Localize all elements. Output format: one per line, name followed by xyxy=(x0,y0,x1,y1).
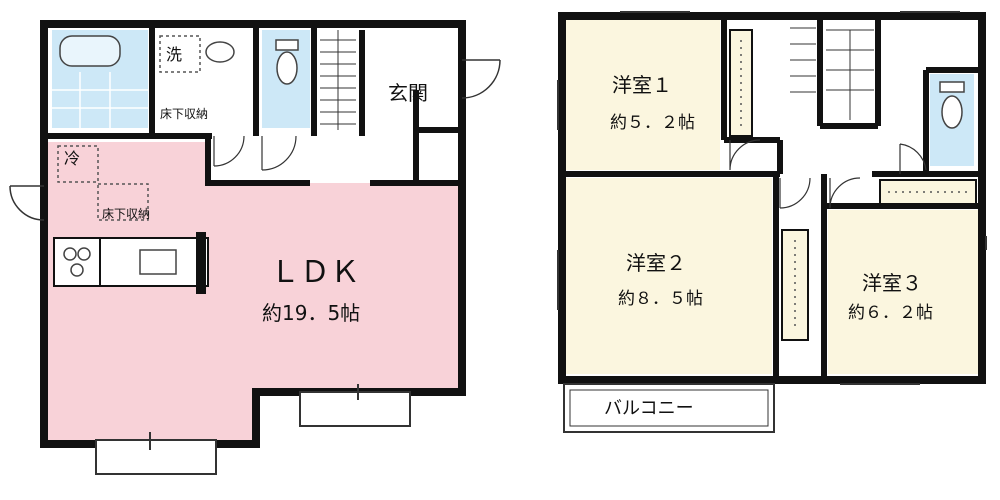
room3-size-label: 約６．２帖 xyxy=(848,303,933,323)
closet-room3 xyxy=(879,179,977,205)
floor1-stairs xyxy=(320,30,356,130)
toilet2-icon xyxy=(939,81,965,129)
door-toilet-icon xyxy=(261,135,297,171)
room2-area xyxy=(566,178,772,374)
door-toilet2-icon xyxy=(899,143,927,174)
door-room1-icon xyxy=(729,139,761,171)
laundry-label: 洗 xyxy=(166,45,182,64)
door-wash-icon xyxy=(213,135,245,167)
storage-kitchen-label: 床下収納 xyxy=(102,207,150,221)
ldk-size-label: 約19．5帖 xyxy=(262,301,360,325)
stove-burner-icon xyxy=(63,247,77,261)
window-bottom-right xyxy=(299,391,411,427)
door-entrance-icon xyxy=(461,59,501,99)
balcony-area xyxy=(563,383,775,433)
room2-size-label: 約８．５帖 xyxy=(618,289,703,309)
stove-burner-icon xyxy=(70,263,84,277)
room3-area xyxy=(828,210,978,374)
door-left-icon xyxy=(9,185,45,221)
room2-name-label: 洋室２ xyxy=(626,251,686,275)
door-room2-icon xyxy=(779,177,811,209)
sink-icon xyxy=(139,249,177,275)
floor1-outer-wall xyxy=(40,20,466,448)
stove-burner-icon xyxy=(77,247,91,261)
washroom-area xyxy=(156,30,248,128)
room1-size-label: 約５．２帖 xyxy=(610,113,695,133)
entrance-label: 玄関 xyxy=(388,81,428,105)
washbasin-icon xyxy=(205,41,235,63)
room1-area xyxy=(566,20,720,170)
floor-storage-dotted xyxy=(97,183,149,221)
bathtub-icon xyxy=(59,35,121,67)
window-bottom-left xyxy=(95,439,217,475)
toilet-icon xyxy=(275,39,299,85)
room1-name-label: 洋室１ xyxy=(612,73,672,97)
balcony-label: バルコニー xyxy=(604,398,694,419)
laundry-space xyxy=(159,35,201,73)
floor-1: 洗 床下収納 玄関 冷 床下収納 ＬＤＫ 約19．5帖 xyxy=(9,20,501,475)
floor2-outer-wall xyxy=(558,12,986,384)
door-room3-icon xyxy=(829,177,861,209)
floor-2: 洋室１ 約５．２帖 洋室２ 約８．５帖 洋室３ 約６．２帖 バルコニー xyxy=(557,11,987,433)
fridge-space xyxy=(57,145,99,183)
floor2-stairs xyxy=(790,27,874,120)
storage-top-label: 床下収納 xyxy=(160,107,208,121)
kitchen-counter xyxy=(53,232,209,294)
bath-tiles xyxy=(52,72,148,128)
room3-name-label: 洋室３ xyxy=(862,271,922,295)
floor2-inner-walls xyxy=(562,16,982,380)
floor1-inner-walls xyxy=(44,24,462,186)
closet-room2 xyxy=(781,229,809,341)
ldk-area xyxy=(48,142,462,440)
fridge-label: 冷 xyxy=(64,149,80,168)
ldk-name-label: ＬＤＫ xyxy=(270,255,360,290)
